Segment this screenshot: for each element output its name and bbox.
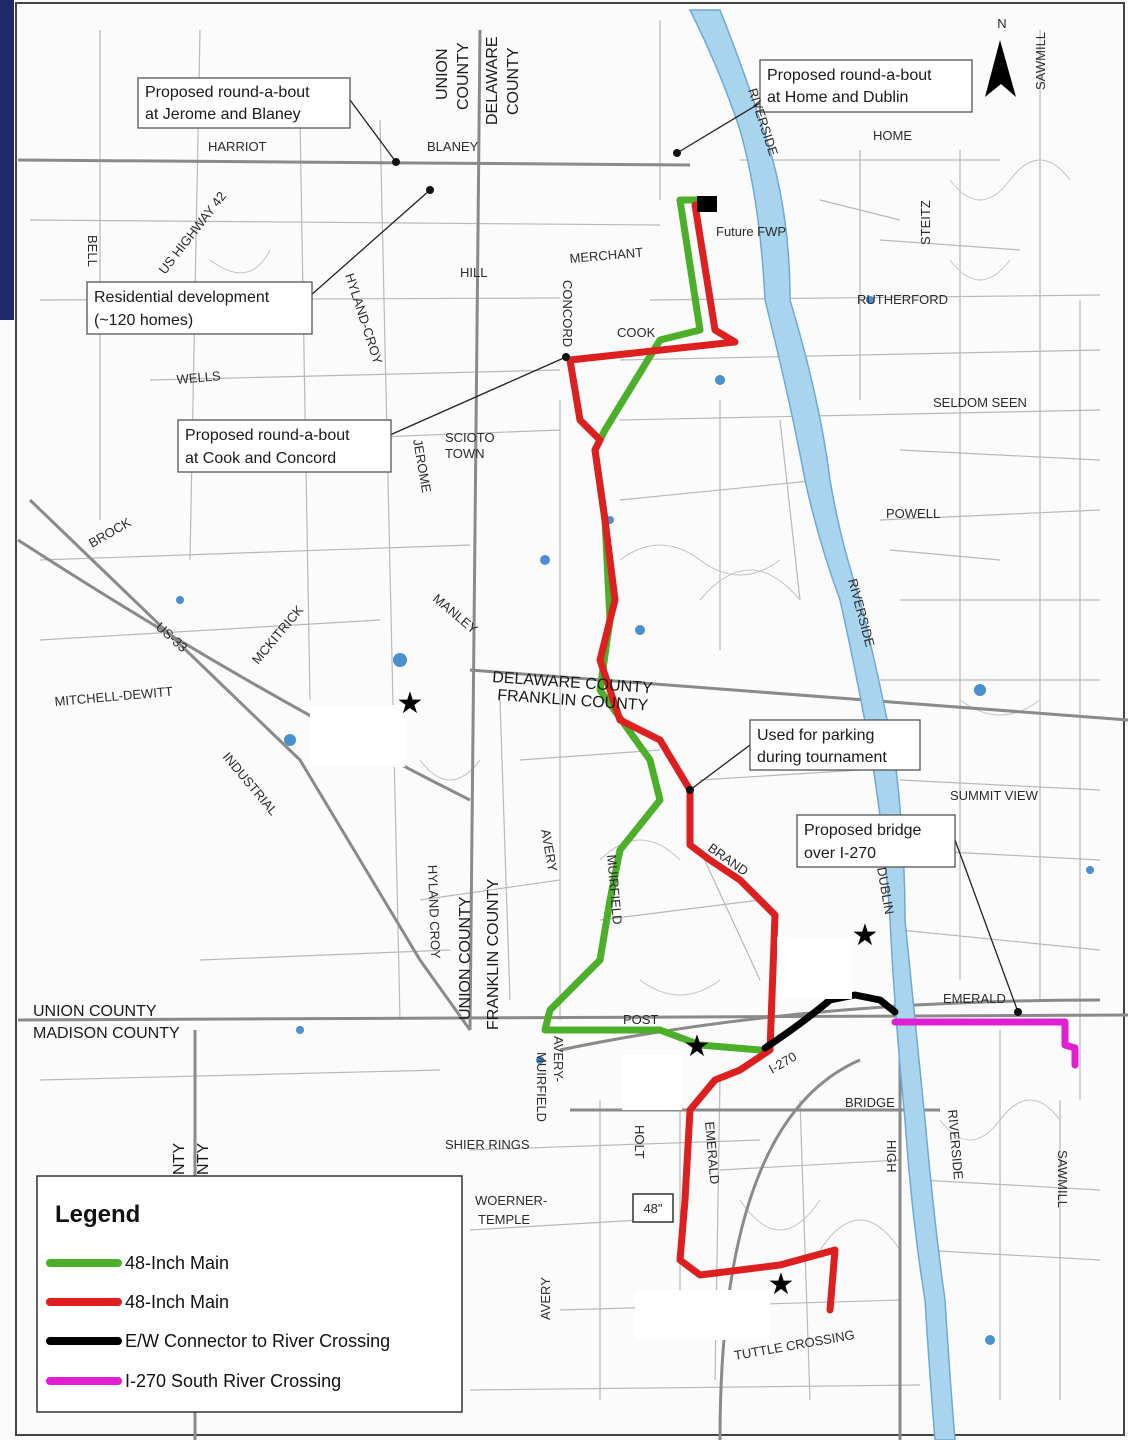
svg-text:UNION COUNTY: UNION COUNTY bbox=[33, 1003, 157, 1020]
svg-text:48": 48" bbox=[643, 1201, 662, 1216]
ponds bbox=[176, 296, 1094, 1345]
major-roads bbox=[17, 29, 1128, 1440]
star-icon: ★ bbox=[684, 1029, 711, 1064]
svg-text:AVERY-: AVERY- bbox=[551, 1036, 566, 1082]
subdivision-streets bbox=[209, 159, 1071, 1251]
svg-text:at Cook and Concord: at Cook and Concord bbox=[185, 450, 336, 467]
svg-text:Proposed round-a-bout: Proposed round-a-bout bbox=[145, 84, 310, 101]
callout-bridge: Proposed bridge over I-270 bbox=[796, 814, 956, 868]
svg-text:DELAWARE: DELAWARE bbox=[484, 36, 501, 125]
left-frame-band bbox=[0, 0, 14, 320]
svg-text:Proposed round-a-bout: Proposed round-a-bout bbox=[767, 67, 932, 84]
minor-streets bbox=[29, 20, 1101, 1401]
svg-text:NTY: NTY bbox=[171, 1143, 188, 1175]
svg-text:(~120 homes): (~120 homes) bbox=[94, 312, 193, 329]
callout-home-dublin: Proposed round-a-bout at Home and Dublin bbox=[759, 59, 973, 113]
svg-text:POST: POST bbox=[623, 1012, 658, 1027]
svg-text:AVERY: AVERY bbox=[538, 1277, 553, 1320]
svg-text:HIGH: HIGH bbox=[884, 1140, 899, 1173]
callout-jerome-blaney: Proposed round-a-bout at Jerome and Blan… bbox=[137, 77, 351, 129]
svg-text:SHIER RINGS: SHIER RINGS bbox=[445, 1137, 530, 1152]
svg-text:WELLS: WELLS bbox=[176, 368, 222, 387]
svg-text:Proposed bridge: Proposed bridge bbox=[804, 822, 922, 839]
svg-text:HYLAND CROY: HYLAND CROY bbox=[425, 865, 443, 960]
svg-text:NTY: NTY bbox=[195, 1143, 212, 1175]
svg-text:during tournament: during tournament bbox=[757, 749, 887, 766]
svg-text:Used for parking: Used for parking bbox=[757, 727, 874, 744]
svg-text:SAWMILL: SAWMILL bbox=[1055, 1150, 1070, 1208]
star-markers: ★ ★ ★ ★ bbox=[397, 686, 879, 1302]
callout-parking: Used for parking during tournament bbox=[749, 719, 921, 771]
red-48-inch-main bbox=[566, 201, 839, 1314]
callout-leaders bbox=[309, 99, 1022, 1016]
redaction-boxes bbox=[310, 705, 852, 1340]
legend-title: Legend bbox=[55, 1201, 140, 1228]
svg-text:MADISON COUNTY: MADISON COUNTY bbox=[33, 1025, 180, 1042]
svg-text:SAWMILL: SAWMILL bbox=[1033, 32, 1048, 90]
north-arrow-icon: N bbox=[985, 16, 1016, 97]
svg-text:FRANKLIN COUNTY: FRANKLIN COUNTY bbox=[485, 879, 502, 1030]
callout-cook-concord: Proposed round-a-bout at Cook and Concor… bbox=[177, 419, 392, 473]
star-icon: ★ bbox=[768, 1267, 795, 1302]
svg-text:HOME: HOME bbox=[873, 128, 912, 143]
star-icon: ★ bbox=[397, 686, 424, 721]
svg-text:BELL: BELL bbox=[85, 235, 100, 267]
north-label: N bbox=[997, 16, 1006, 31]
svg-text:SUMMIT VIEW: SUMMIT VIEW bbox=[950, 788, 1039, 803]
svg-text:Residential development: Residential development bbox=[94, 289, 270, 306]
svg-text:TEMPLE: TEMPLE bbox=[478, 1212, 530, 1227]
svg-text:HILL: HILL bbox=[460, 265, 487, 280]
future-fwp-label: Future FWP bbox=[716, 224, 786, 239]
svg-text:BLANEY: BLANEY bbox=[427, 139, 479, 154]
legend-label: 48-Inch Main bbox=[125, 1292, 229, 1312]
svg-text:WOERNER-: WOERNER- bbox=[475, 1193, 547, 1208]
svg-text:MERCHANT: MERCHANT bbox=[569, 245, 644, 266]
legend-label: I-270 South River Crossing bbox=[125, 1371, 341, 1391]
svg-text:AVERY: AVERY bbox=[538, 828, 560, 873]
svg-text:EMERALD: EMERALD bbox=[702, 1121, 722, 1185]
future-fwp-marker bbox=[697, 196, 717, 212]
svg-text:COOK: COOK bbox=[617, 325, 656, 340]
svg-text:POWELL: POWELL bbox=[886, 506, 940, 521]
svg-text:at Jerome and Blaney: at Jerome and Blaney bbox=[145, 106, 301, 123]
svg-text:COUNTY: COUNTY bbox=[455, 42, 472, 110]
star-icon: ★ bbox=[852, 918, 879, 953]
svg-text:TOWN: TOWN bbox=[445, 446, 484, 461]
svg-text:at Home and Dublin: at Home and Dublin bbox=[767, 89, 908, 106]
legend-label: E/W Connector to River Crossing bbox=[125, 1331, 390, 1351]
svg-text:HARRIOT: HARRIOT bbox=[208, 139, 267, 154]
svg-text:STEITZ: STEITZ bbox=[918, 200, 933, 245]
svg-text:COUNTY: COUNTY bbox=[505, 47, 522, 115]
green-48-inch-main bbox=[541, 196, 764, 1054]
svg-text:MUIRFIELD: MUIRFIELD bbox=[534, 1052, 549, 1122]
callout-residential: Residential development (~120 homes) bbox=[86, 281, 313, 335]
svg-text:RIVERSIDE: RIVERSIDE bbox=[945, 1109, 966, 1180]
svg-text:HOLT: HOLT bbox=[632, 1125, 647, 1159]
svg-text:UNION COUNTY: UNION COUNTY bbox=[457, 896, 474, 1020]
svg-text:RUTHERFORD: RUTHERFORD bbox=[857, 292, 948, 307]
svg-text:MUIRFIELD: MUIRFIELD bbox=[604, 854, 625, 925]
svg-text:EMERALD: EMERALD bbox=[943, 991, 1006, 1006]
route-shield: 48" bbox=[632, 1193, 674, 1223]
svg-text:Proposed round-a-bout: Proposed round-a-bout bbox=[185, 427, 350, 444]
svg-text:UNION: UNION bbox=[434, 48, 451, 100]
legend-box bbox=[36, 1175, 463, 1413]
i270-river-crossing bbox=[891, 1018, 1079, 1069]
svg-text:SCIOTO: SCIOTO bbox=[445, 430, 495, 445]
svg-text:SELDOM SEEN: SELDOM SEEN bbox=[933, 395, 1027, 410]
svg-text:over I-270: over I-270 bbox=[804, 845, 876, 862]
svg-text:CONCORD: CONCORD bbox=[560, 280, 575, 347]
scioto-river bbox=[688, 9, 956, 1440]
legend-label: 48-Inch Main bbox=[125, 1253, 229, 1273]
svg-text:BRIDGE: BRIDGE bbox=[845, 1095, 895, 1110]
legend: Legend 48-Inch Main 48-Inch Main E/W Con… bbox=[36, 1175, 463, 1413]
